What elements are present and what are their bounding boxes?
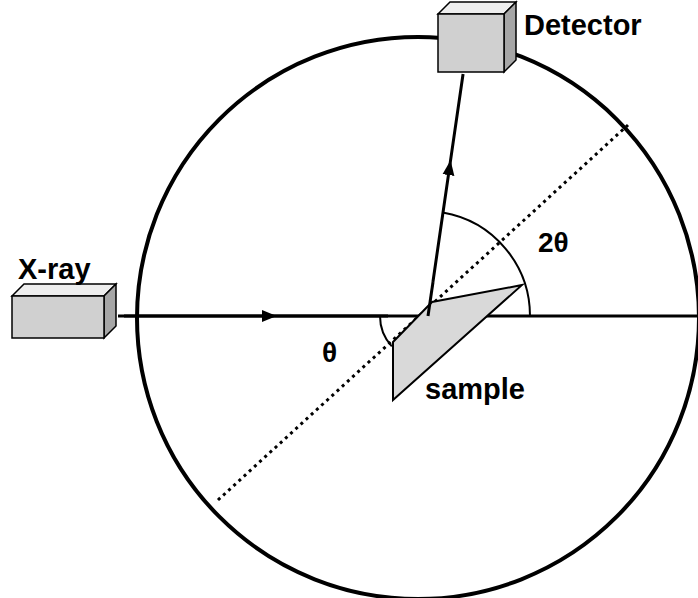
node-label: sample bbox=[425, 374, 525, 406]
box-side-face bbox=[104, 284, 116, 338]
sample-plane-line bbox=[218, 125, 628, 500]
theta-arc bbox=[380, 316, 392, 346]
box-front-face bbox=[12, 296, 104, 338]
box-top-face bbox=[12, 284, 116, 296]
box-side-face bbox=[504, 2, 516, 72]
sample-plate: sample bbox=[388, 282, 554, 408]
node-label: Detector bbox=[524, 10, 642, 42]
beam-axis bbox=[118, 315, 698, 318]
box-top-face bbox=[438, 2, 516, 14]
node-label: X-ray bbox=[18, 254, 91, 286]
detector-box: Detector bbox=[436, 2, 694, 74]
diffracted-beam-start bbox=[428, 282, 433, 316]
xray-source-box: X-ray bbox=[8, 252, 124, 344]
beam-connector bbox=[433, 74, 463, 282]
beam-connector bbox=[124, 315, 388, 318]
theta-label: θ bbox=[322, 338, 337, 369]
box-front-face bbox=[438, 14, 504, 72]
two-theta-label: 2θ bbox=[538, 228, 569, 259]
